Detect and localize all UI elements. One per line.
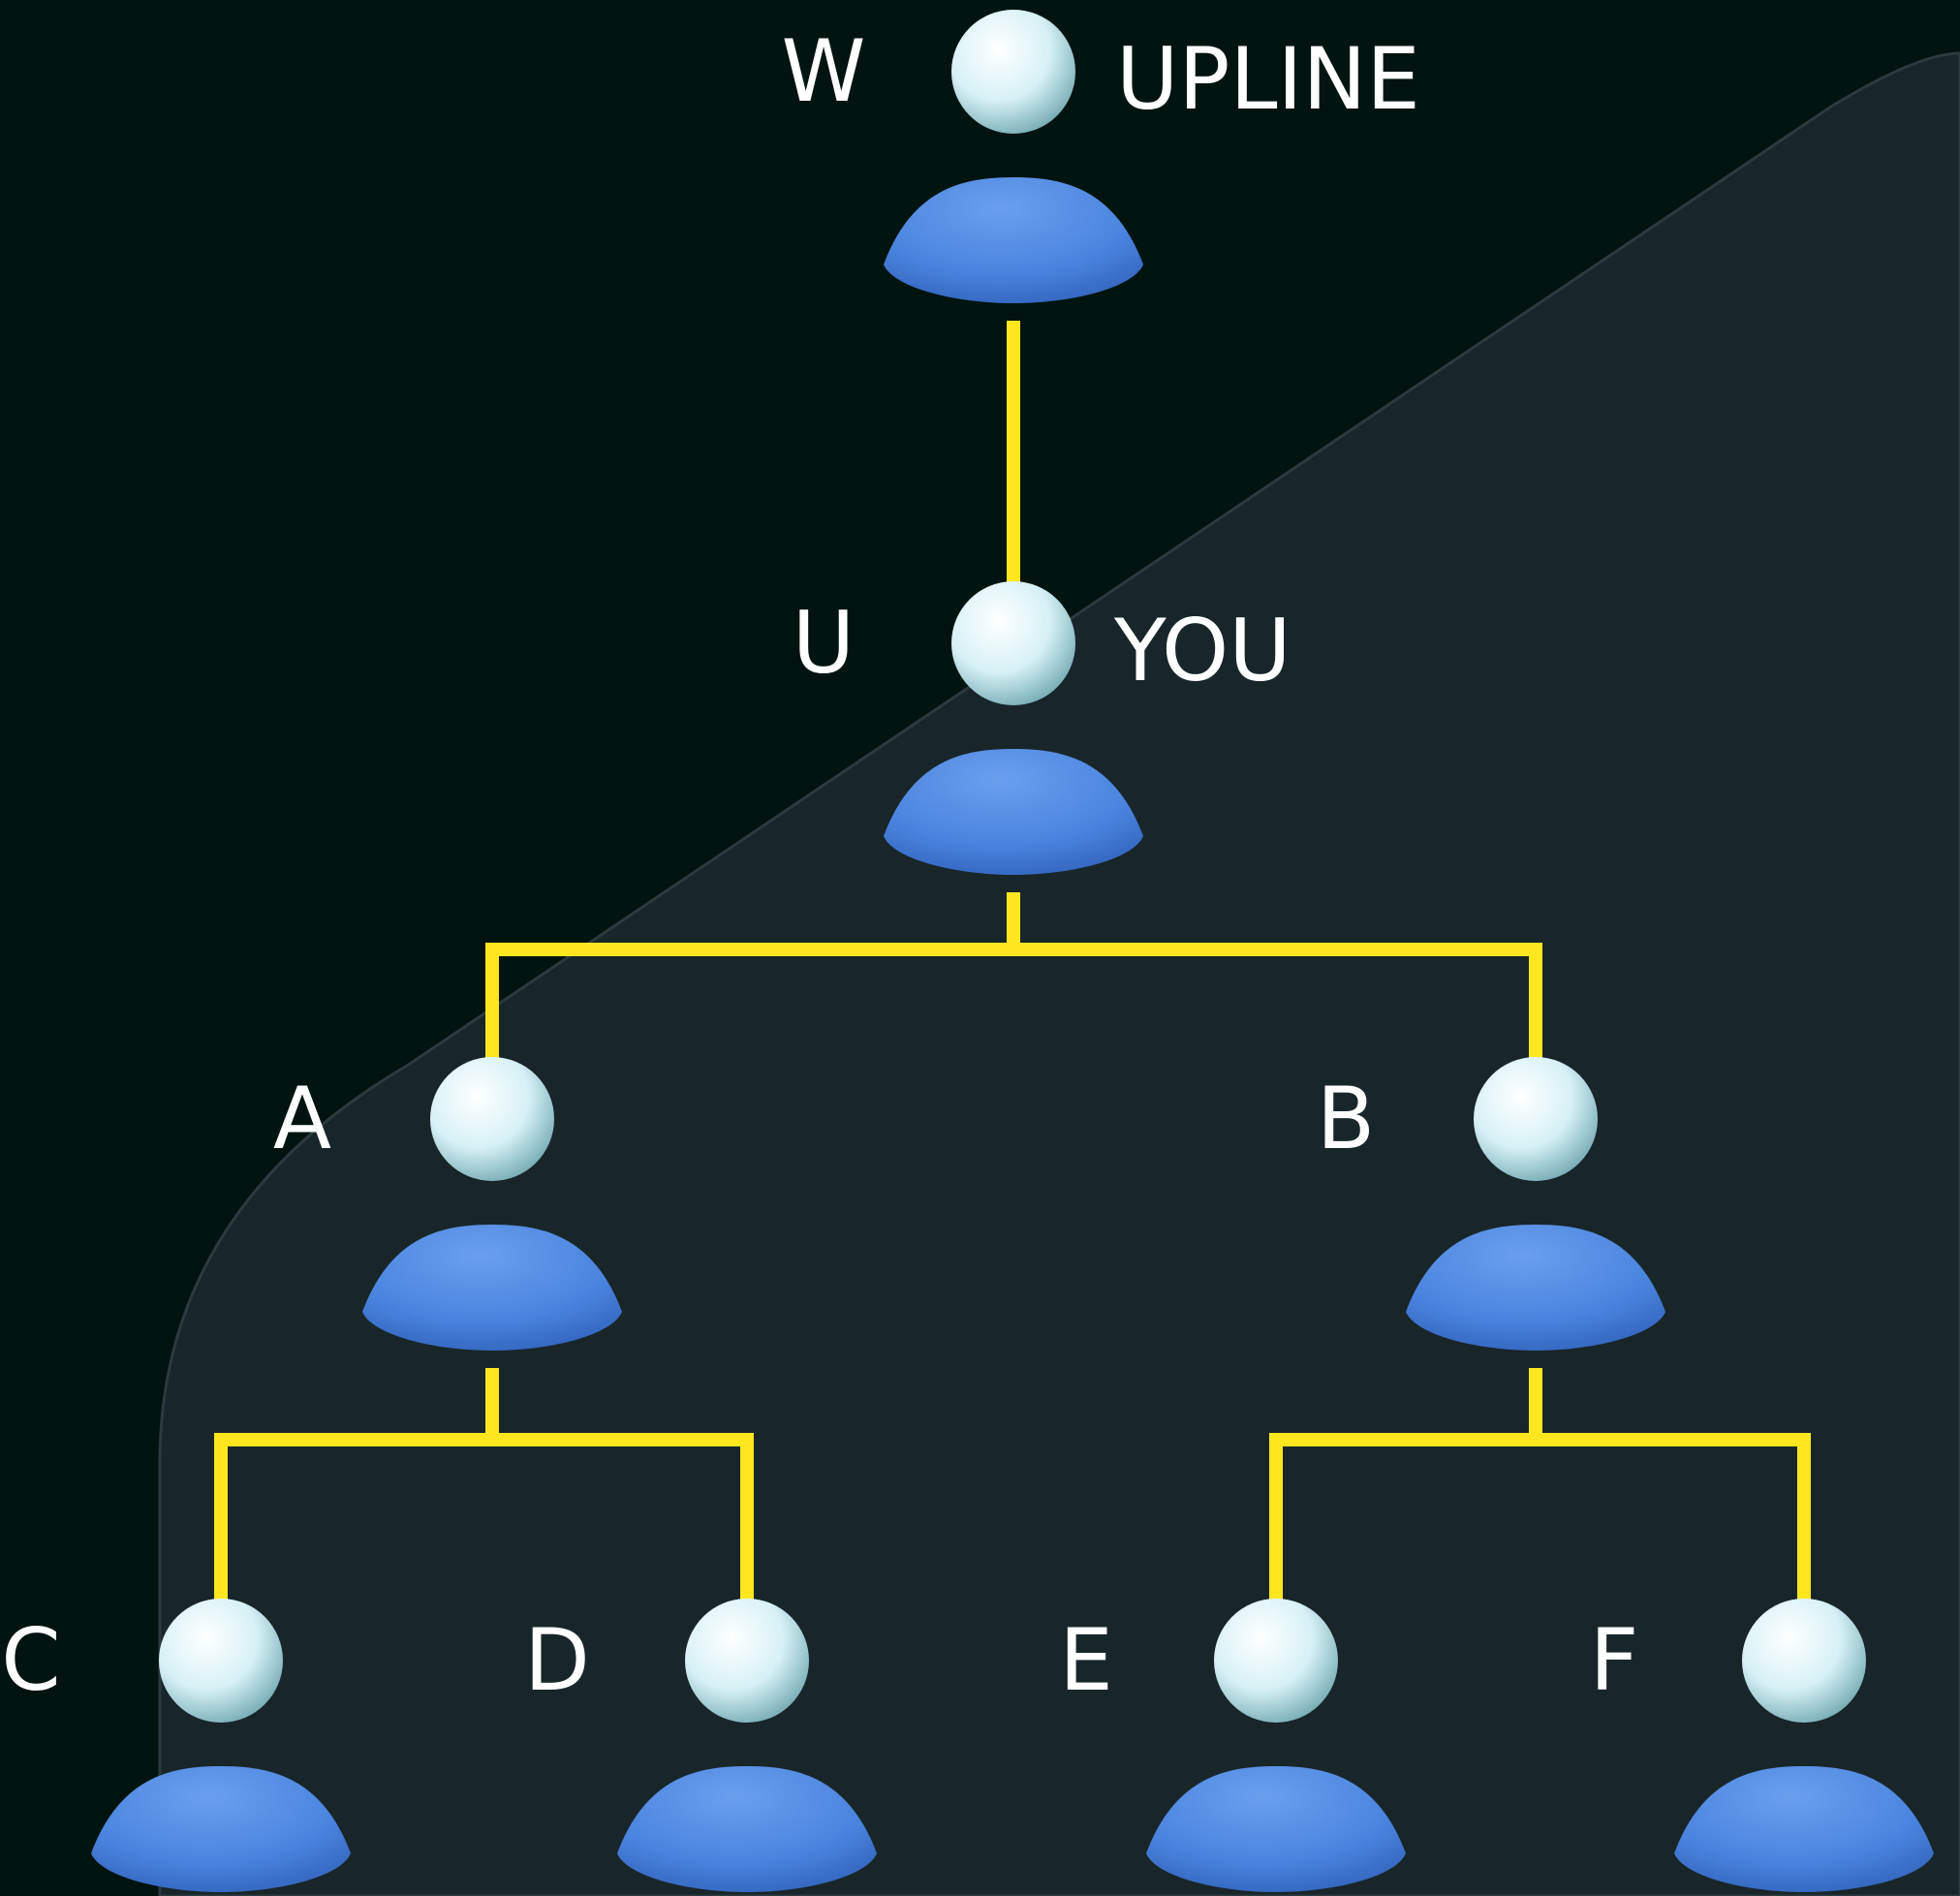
node-label: B [1317,1069,1375,1168]
node-caption: UPLINE [1116,29,1420,129]
node-label: C [1,1610,60,1710]
node-group: W UPLINE U YOU A B C D E F [1,10,1934,1892]
node-label: E [1059,1610,1113,1710]
node-label: A [273,1069,331,1168]
node-label: W [781,21,865,121]
person-head-icon [1474,1057,1598,1181]
person-node-a: A [273,1057,622,1351]
person-body-icon [1406,1225,1665,1351]
person-head-icon [685,1599,809,1723]
person-node-b: B [1317,1057,1665,1351]
person-body-icon [884,749,1143,875]
node-label: U [793,593,855,693]
node-label: F [1590,1610,1639,1710]
person-head-icon [1742,1599,1866,1723]
person-node-u: U YOU [793,581,1291,875]
person-body-icon [617,1766,877,1892]
node-caption: YOU [1113,601,1291,700]
connector-lines [214,321,1811,1604]
person-body-icon [1674,1766,1934,1892]
person-node-d: D [524,1599,877,1892]
person-node-w: W UPLINE [781,10,1420,303]
person-head-icon [159,1599,283,1723]
person-body-icon [91,1766,351,1892]
person-body-icon [362,1225,622,1351]
person-head-icon [430,1057,554,1181]
person-head-icon [951,10,1075,134]
person-node-c: C [1,1599,351,1892]
person-node-e: E [1059,1599,1406,1892]
person-body-icon [884,177,1143,303]
person-head-icon [951,581,1075,705]
person-node-f: F [1590,1599,1934,1892]
person-body-icon [1146,1766,1406,1892]
node-label: D [524,1610,590,1710]
person-head-icon [1214,1599,1338,1723]
